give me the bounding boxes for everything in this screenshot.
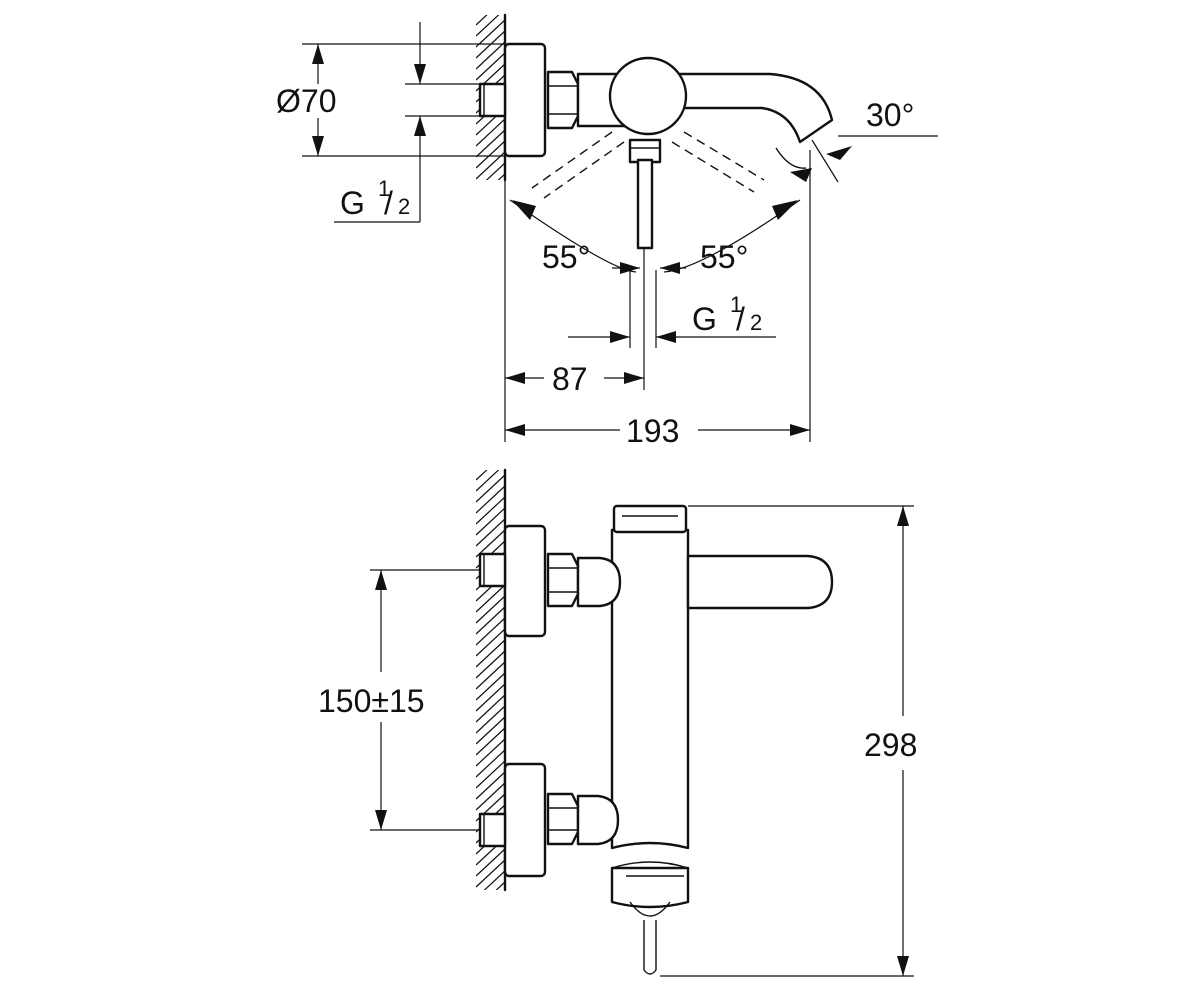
wall-hatch-line [476,660,506,690]
wall-top [476,0,507,245]
wall-hatch-line [476,40,506,70]
svg-text:G: G [692,301,717,337]
svg-text:1: 1 [730,292,742,317]
wall-hatch-line [476,770,506,800]
hex-nut-top [546,70,580,130]
front-view: 150±15 298 [318,430,917,977]
wall-hatch-line [476,627,506,657]
wall-hatch-line [476,117,506,147]
rosette-top [503,42,547,158]
outlet-bottom [610,866,690,909]
dim-angle-right: 55° [700,239,748,275]
dim-offset: 87 [552,361,588,397]
hex-nut-upper [546,552,580,608]
dim-diameter: Ø70 [276,83,336,119]
wall-hatch-line [476,748,506,778]
dim-angle-left: 55° [542,239,590,275]
arm-upper [576,556,622,608]
spout-top [658,72,834,144]
lever-handle [686,554,834,610]
svg-text:/: / [384,185,393,221]
wall-hatch-line [476,150,506,180]
svg-text:1: 1 [378,176,390,201]
wall-hatch-line [476,759,506,789]
dim-angle-spout: 30° [866,97,914,133]
wall-hatch-line [476,671,506,701]
dim-spacing: 150±15 [318,683,425,719]
wall-hatch-line [476,715,506,745]
wall-hatch-line [476,0,506,3]
wall-hatch-line [476,517,506,547]
rosette-lower [503,762,547,878]
wall-hatch-line [476,15,500,37]
top-cap [612,504,688,534]
wall-hatch-line [476,892,506,920]
wall-hatch-line [476,184,506,212]
wall-hatch-line [476,484,506,514]
rosette-upper [503,524,547,638]
wall-hatch-line [495,880,506,890]
handle-top [608,56,688,136]
svg-text:2: 2 [750,310,762,335]
wall-hatch-line [476,781,506,811]
wall-hatch-line [476,693,506,723]
wall-hatch-line [476,925,506,953]
wall-hatch-line [476,470,500,492]
wall-hatch-line [476,649,506,679]
svg-text:G: G [340,185,365,221]
wall-hatch-line [476,858,506,888]
wall-hatch-line [476,473,506,503]
arm-lower [576,794,620,846]
wall-hatch-line [476,638,506,668]
lever-stem [636,158,654,250]
wall-hatch-line [476,583,506,613]
hex-nut-lower [546,792,580,846]
dim-height: 298 [864,727,917,763]
dim-thread-top: G 1 / 2 [340,176,410,221]
wall-hatch-line [476,15,488,26]
wall-hatch-line [476,139,506,169]
wall-hatch-line [483,869,506,890]
wall-hatch-line [476,217,506,245]
wall-bottom [476,430,507,953]
mixer-body [610,528,690,850]
svg-text:/: / [736,301,745,337]
wall-hatch-line [476,528,506,558]
wall-hatch-line [476,195,506,223]
top-view: Ø70 G 1 / 2 30° 55° 55° [276,0,938,449]
wall-hatch-line [476,903,506,931]
wall-hatch-line [476,206,506,234]
wall-hatch-line [476,430,506,458]
wall-hatch-line [476,616,506,646]
wall-hatch-line [476,847,506,877]
wall-hatch-line [476,0,506,14]
wall-hatch-line [485,161,506,180]
wall-hatch-line [476,704,506,734]
wall-hatch-line [476,506,506,536]
wall-hatch-line [476,682,506,712]
wall-hatch-line [476,470,488,481]
wall-hatch-line [476,128,506,158]
wall-hatch-line [476,914,506,942]
wall-hatch-line [476,605,506,635]
wall-hatch-line [476,495,506,525]
dim-depth: 193 [626,413,679,449]
wall-hatch-line [476,18,506,48]
svg-text:2: 2 [398,194,410,219]
wall-hatch-line [476,441,506,469]
wall-hatch-line [476,594,506,624]
wall-hatch-line [476,51,506,81]
wall-hatch-line [497,172,506,180]
lever-base [628,138,662,164]
wall-hatch-line [476,726,506,756]
wall-hatch-line [476,737,506,767]
dim-thread-outlet: G 1 / 2 [692,292,762,337]
